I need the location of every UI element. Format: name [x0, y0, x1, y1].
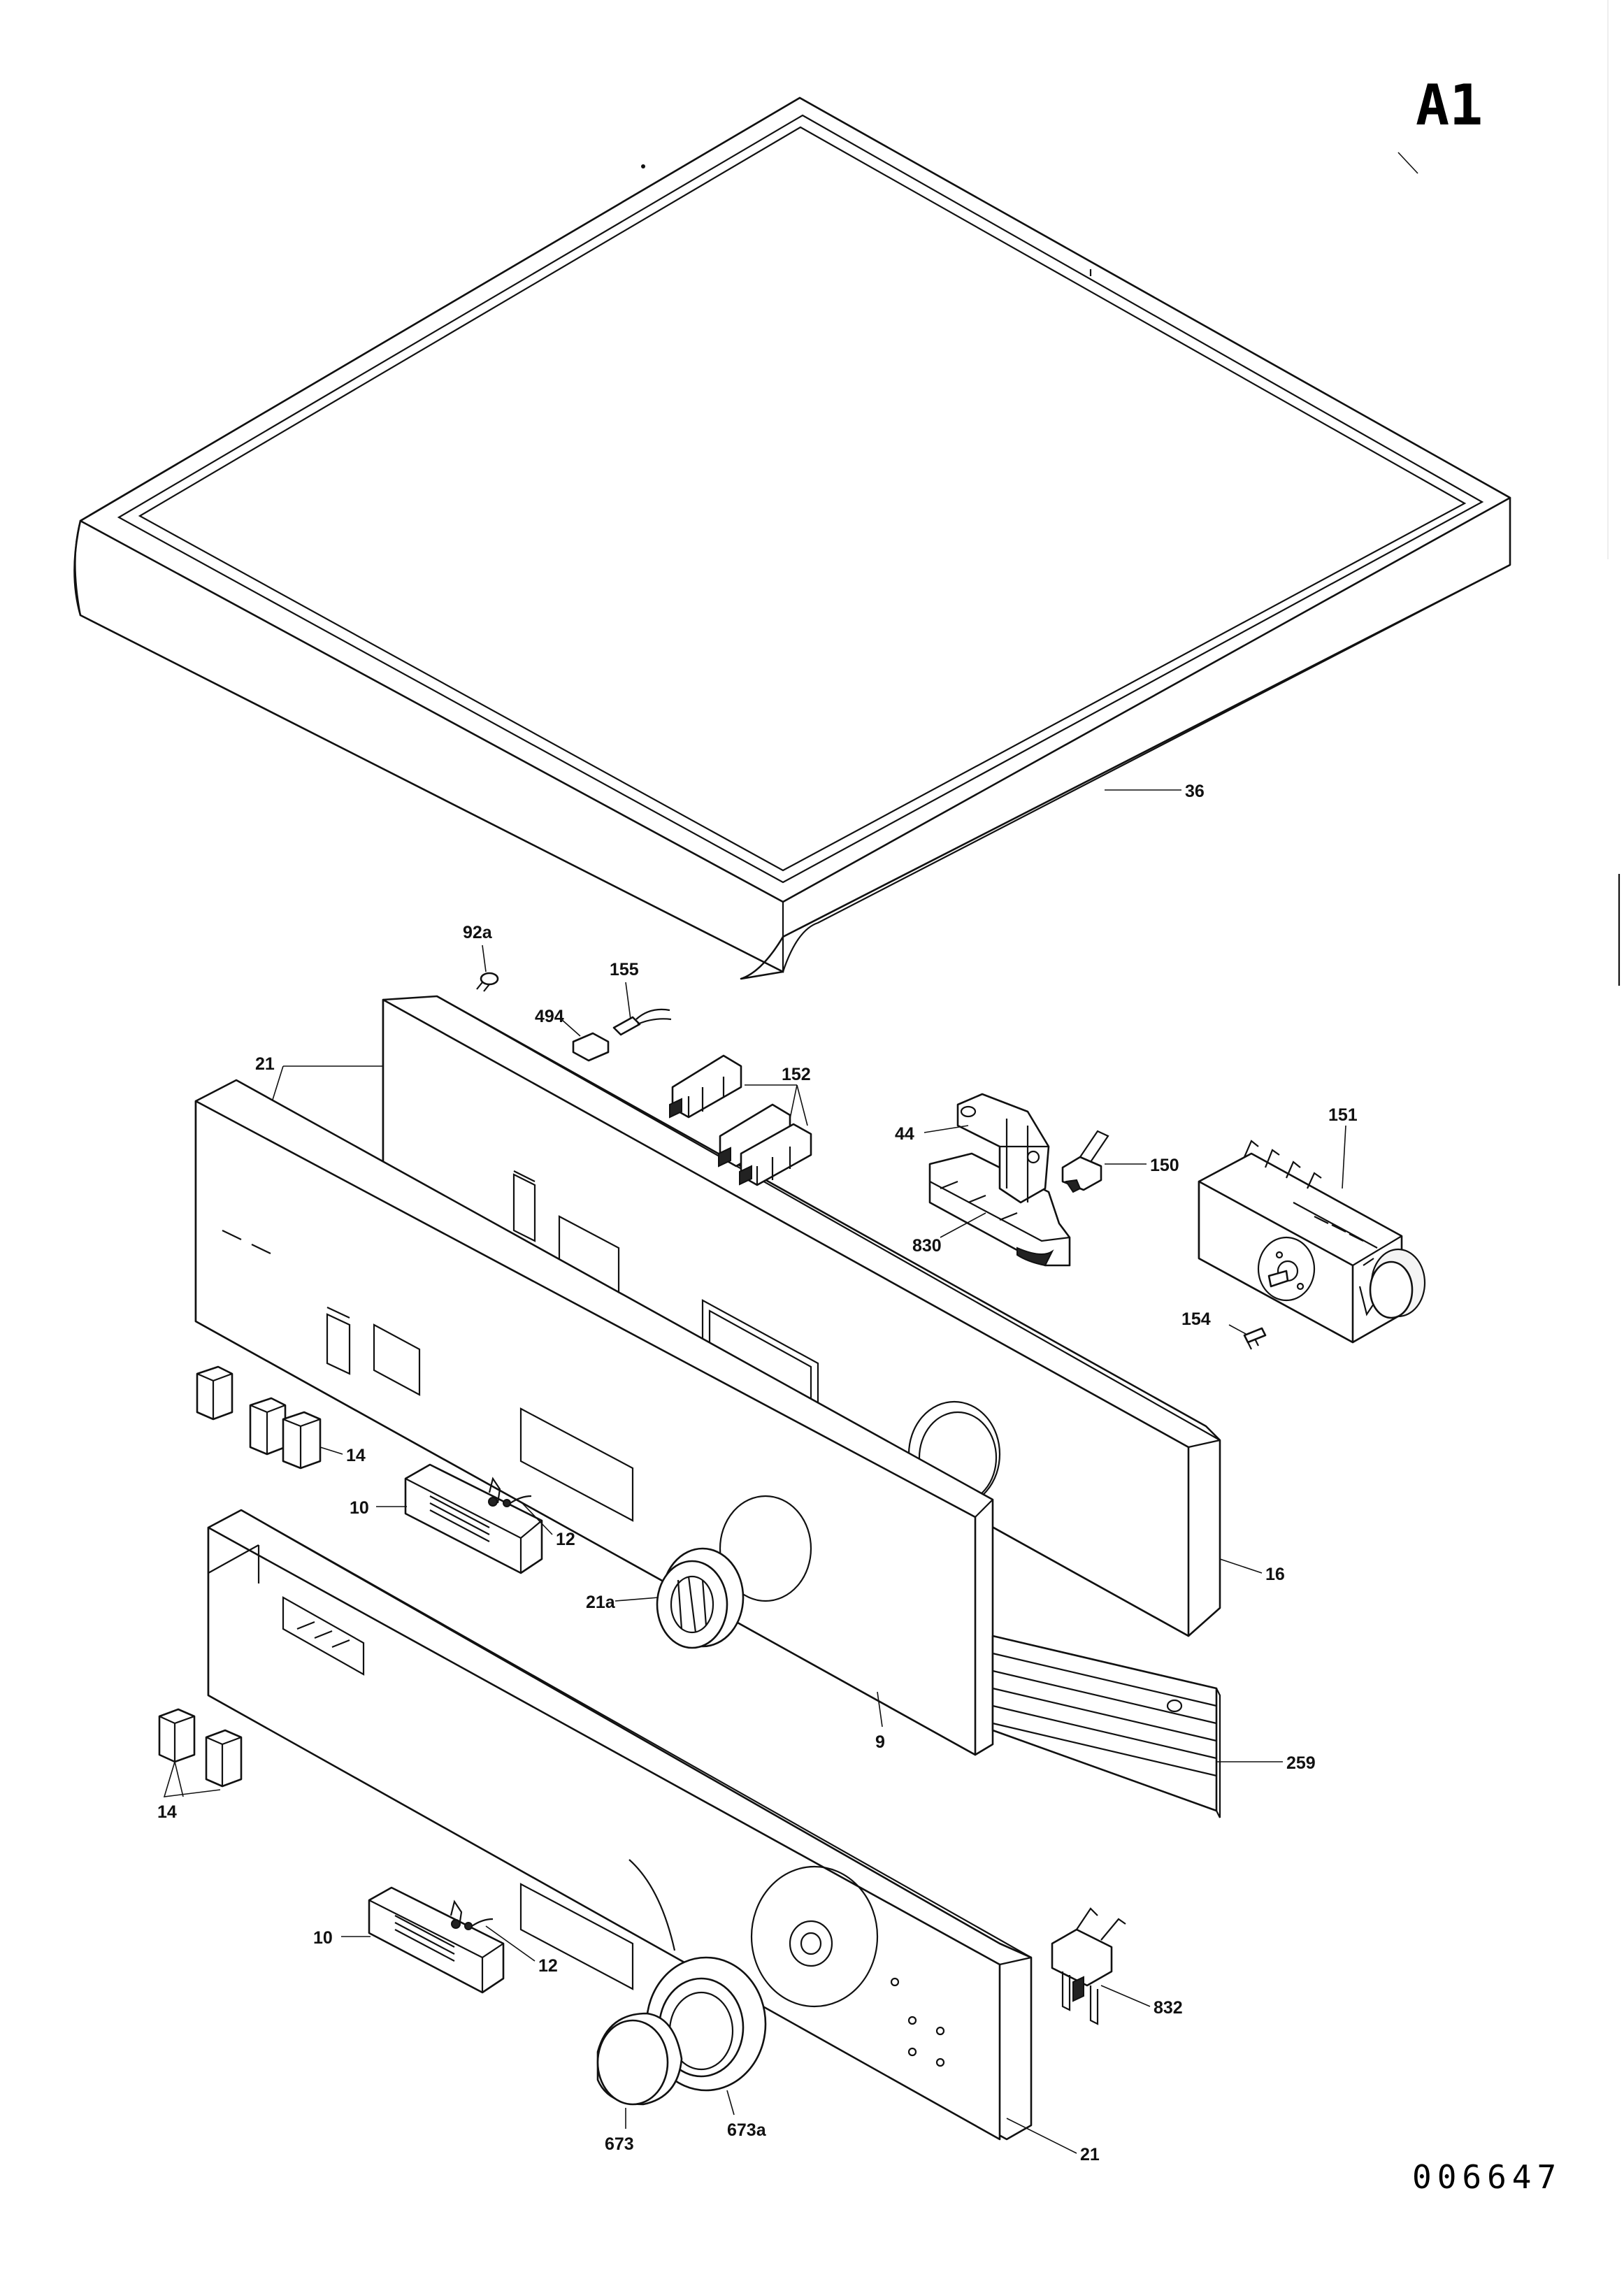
part-154-screw: [1243, 1327, 1267, 1350]
label-832: 832: [1154, 1998, 1183, 2018]
part-151-programmer: [1198, 1140, 1426, 1344]
part-10-door-top: [404, 1463, 543, 1574]
label-21a: 16: [1265, 1565, 1285, 1584]
part-673-knob: [596, 2012, 683, 2106]
leader-92a: [482, 945, 487, 972]
part-830-door-lock: [928, 1152, 1071, 1267]
label-150: 150: [1150, 1156, 1179, 1175]
leader-14-top: [319, 1446, 343, 1455]
label-673a: 673a: [727, 2120, 767, 2140]
label-151: 151: [1328, 1105, 1358, 1125]
part-259-spacer-strips: [991, 1635, 1221, 1818]
leader-832: [1100, 1985, 1151, 2007]
label-21-bottom: 21: [1080, 2145, 1100, 2164]
leader-494: [561, 1019, 581, 1037]
part-92a-screw: [476, 972, 499, 992]
label-9: 9: [875, 1732, 885, 1752]
part-21-front-panel: [207, 1509, 1033, 2141]
title-tick-mark: [1397, 152, 1418, 174]
label-154: 154: [1181, 1309, 1211, 1329]
label-155: 155: [610, 960, 639, 979]
leader-9: [877, 1691, 883, 1728]
label-10-bottom: 10: [313, 1928, 333, 1948]
label-36: 36: [1185, 782, 1205, 801]
label-494: 494: [535, 1007, 564, 1026]
part-152-switch-lower: [718, 1103, 812, 1186]
part-12-spring-top: [488, 1477, 532, 1507]
leader-12-top: [520, 1501, 553, 1535]
sheet-title: A1: [1416, 73, 1483, 138]
document-number: 006647: [1412, 2158, 1562, 2196]
part-14-buttons-top: [196, 1365, 322, 1470]
leader-12-bottom: [485, 1925, 536, 1962]
part-12-spring-bottom: [450, 1899, 494, 1930]
part-152-switch-upper: [669, 1054, 742, 1119]
leader-830: [940, 1212, 986, 1238]
part-832-connector: [1051, 1907, 1126, 2025]
leader-21-bottom: [1006, 2118, 1077, 2154]
label-673: 673: [605, 2134, 634, 2154]
label-16: 21a: [586, 1593, 616, 1612]
leader-14-bottom: [163, 1761, 221, 1797]
part-36-top-cover: [73, 96, 1511, 980]
leader-16: [615, 1597, 659, 1602]
label-14-bottom: 14: [157, 1802, 177, 1822]
part-9-fascia: [194, 1079, 994, 1756]
leader-155: [625, 982, 631, 1020]
part-44-lock-mechanism: [956, 1093, 1050, 1204]
label-830: 830: [912, 1236, 942, 1256]
label-12-top: 12: [556, 1530, 575, 1549]
part-494-connector: [572, 1032, 610, 1062]
leader-154: [1228, 1324, 1246, 1335]
leader-21a: [1219, 1558, 1263, 1574]
part-14-buttons-bottom: [158, 1708, 243, 1788]
leader-44: [924, 1125, 969, 1133]
part-10-door-bottom: [368, 1886, 505, 1994]
part-155-sensor: [612, 1008, 672, 1036]
part-16-knob: [656, 1547, 745, 1649]
part-150-microswitch: [1061, 1130, 1109, 1193]
label-14-top: 14: [346, 1446, 366, 1465]
leader-151: [1342, 1125, 1346, 1189]
label-92a: 92a: [463, 923, 493, 942]
label-44: 44: [895, 1124, 914, 1144]
label-12-bottom: 12: [538, 1956, 558, 1976]
leader-673a: [726, 2090, 735, 2116]
label-152: 152: [782, 1065, 811, 1084]
leader-152: [745, 1084, 808, 1126]
label-21-top: 21: [255, 1054, 275, 1074]
label-10-top: 10: [350, 1498, 369, 1518]
label-259: 259: [1286, 1753, 1316, 1773]
